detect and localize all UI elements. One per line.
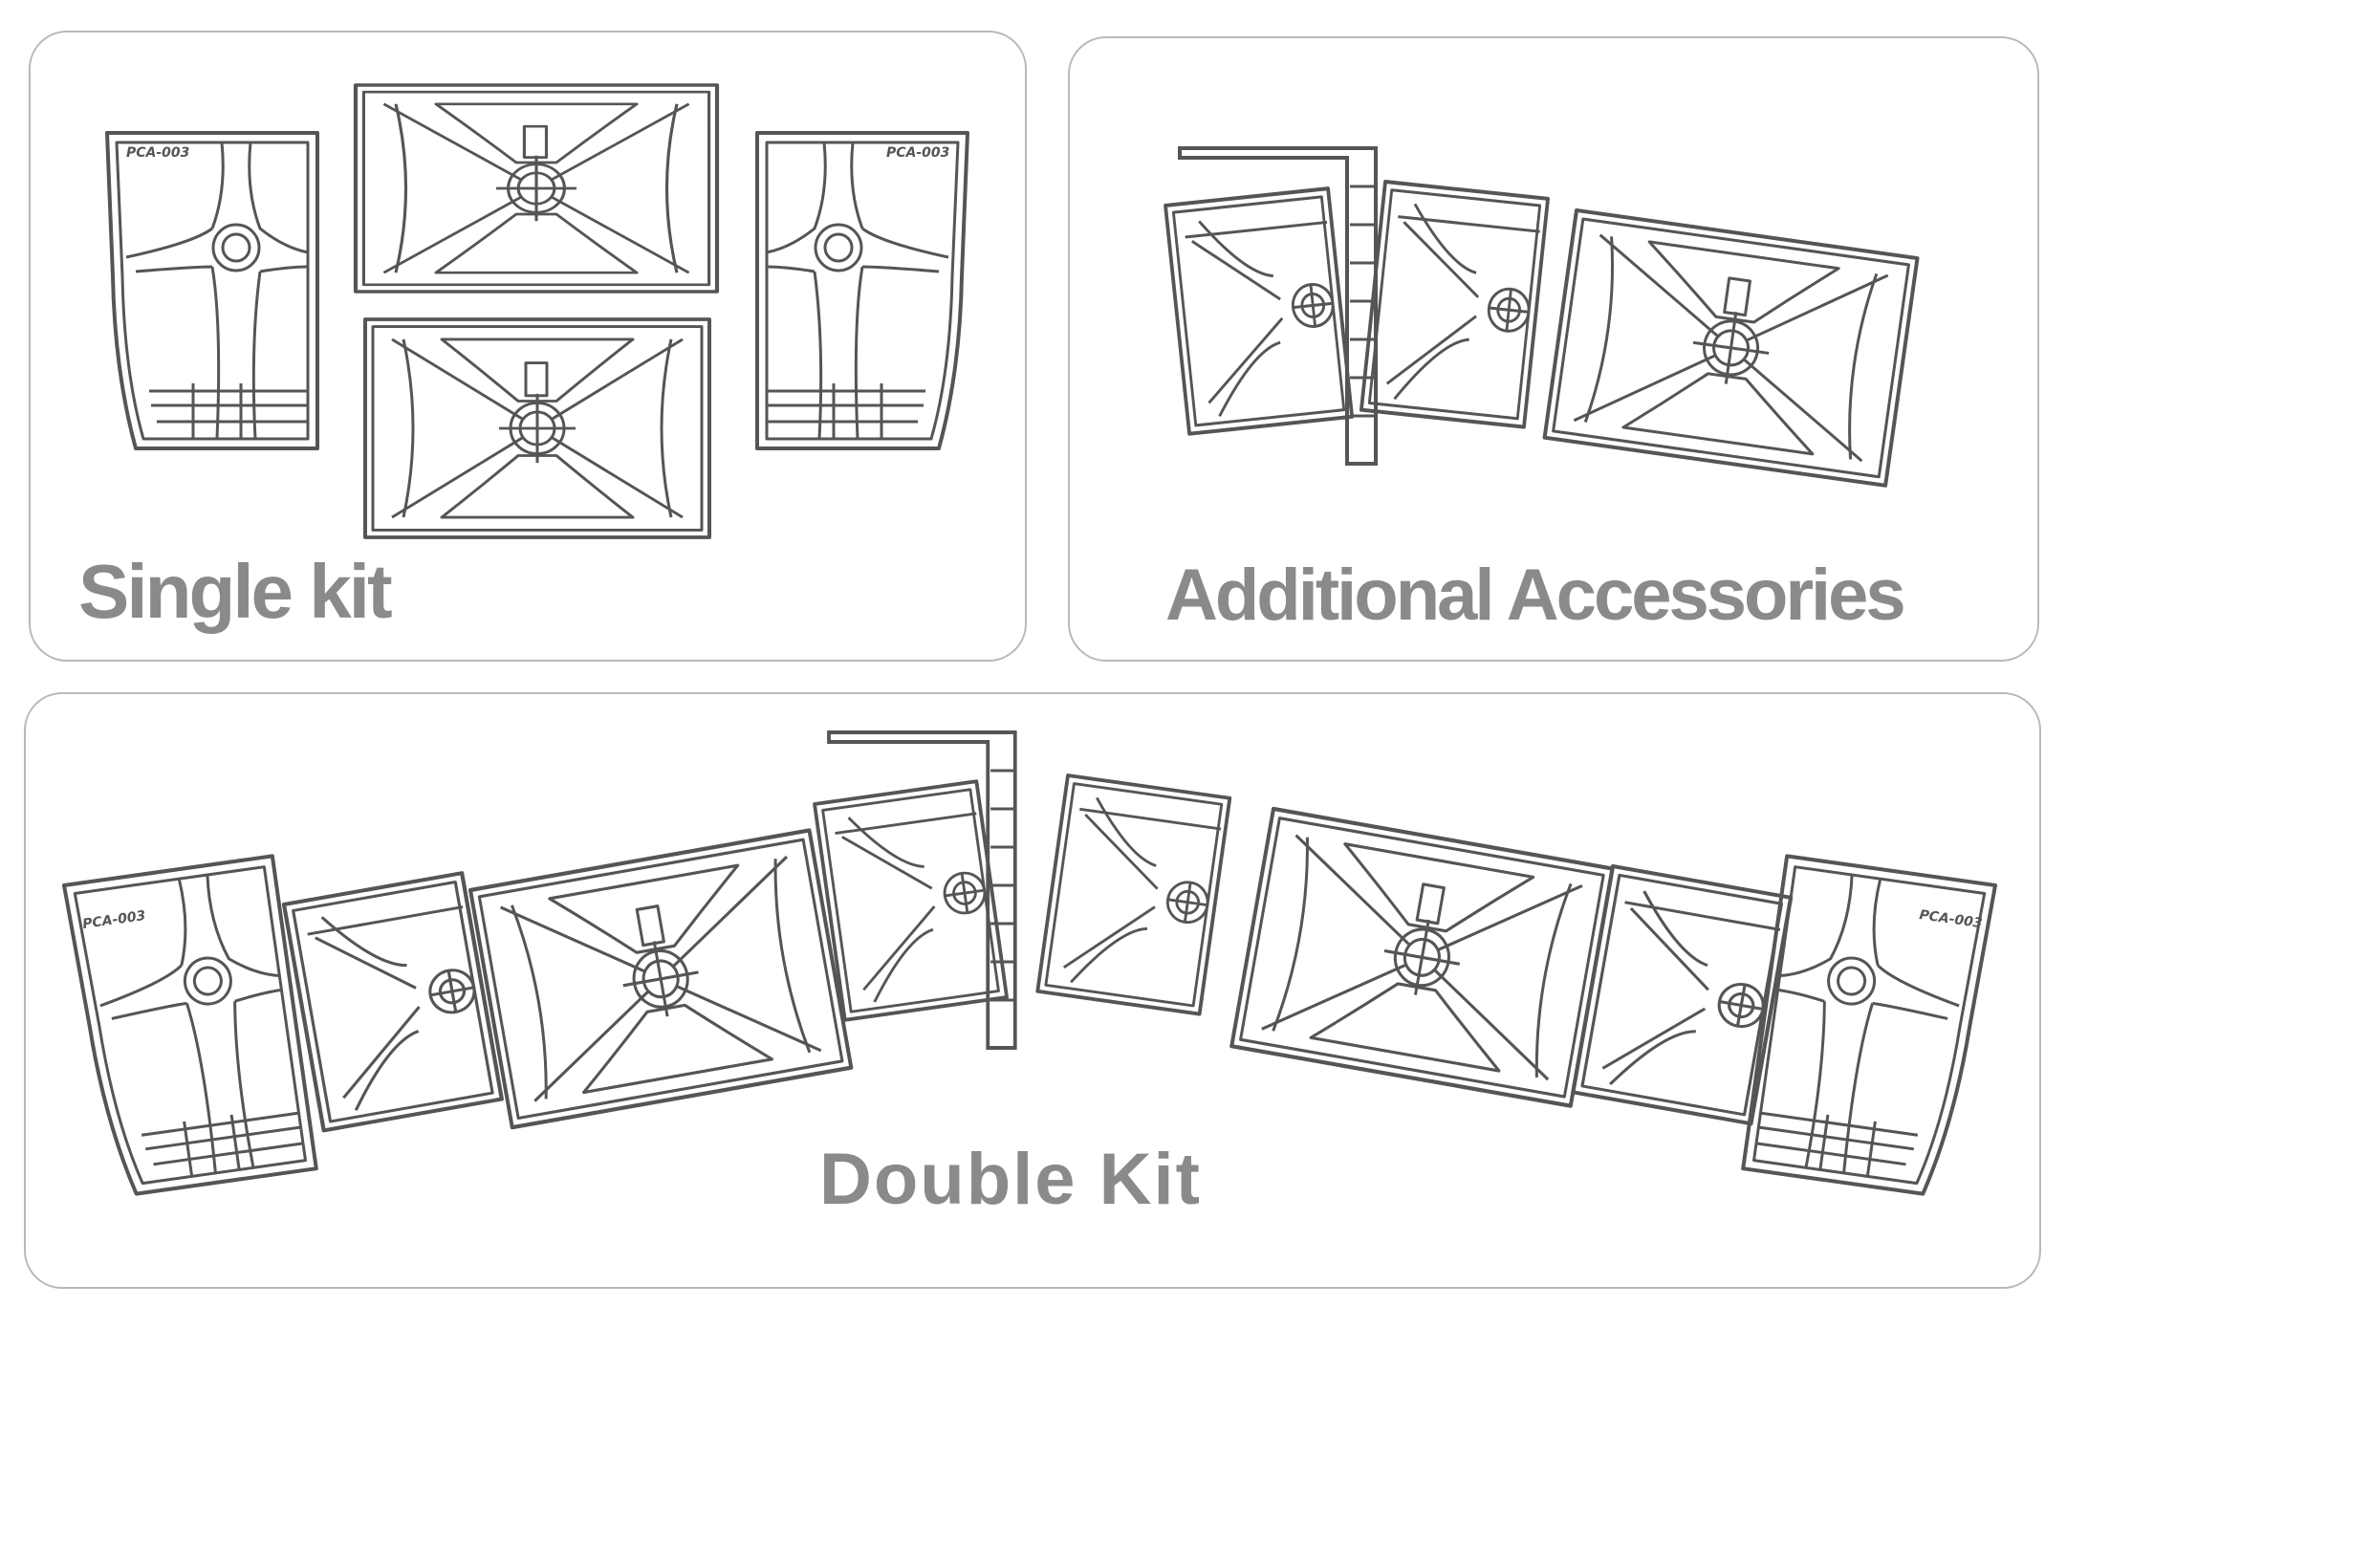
angled-center-panel: [1542, 208, 1920, 488]
additional-accessories-label: Additional Accessories: [1165, 555, 1906, 636]
right-end-panel: [755, 131, 969, 450]
double-kit-label: Double Kit: [819, 1139, 1202, 1220]
right-end-panel-logo: PCA-003: [1918, 907, 1983, 931]
right-end-panel: [1741, 854, 1997, 1200]
accessories-drawing: [1164, 146, 1920, 488]
angled-side-panel-left: [1164, 186, 1355, 436]
left-angled-panel: [813, 779, 1009, 1022]
right-end-panel-logo: PCA-003: [886, 145, 949, 161]
double-kit-panel: PCA-003 PCA-003 Double Kit: [24, 692, 2041, 1289]
left-end-panel: [105, 131, 319, 450]
single-kit-label: Single kit: [78, 549, 393, 634]
left-center-panel: [470, 830, 851, 1127]
left-end-panel-logo: PCA-003: [126, 145, 189, 161]
single-kit-panel: PCA-003 PCA-003 Single kit: [29, 31, 1027, 662]
left-end-panel-logo: PCA-003: [81, 908, 146, 932]
additional-accessories-panel: Additional Accessories: [1068, 36, 2039, 662]
double-kit-drawing: PCA-003 PCA-003: [62, 730, 1997, 1200]
bottom-center-panel: [363, 317, 711, 539]
right-side-panel: [1573, 866, 1791, 1123]
right-center-panel: [1231, 809, 1612, 1106]
angled-side-panel-right: [1359, 180, 1551, 429]
left-end-panel: [62, 854, 318, 1200]
left-side-panel: [284, 873, 502, 1130]
top-center-double-panel: [356, 85, 717, 292]
single-kit-drawing: PCA-003 PCA-003: [105, 33, 969, 539]
right-angled-panel: [1035, 773, 1232, 1016]
